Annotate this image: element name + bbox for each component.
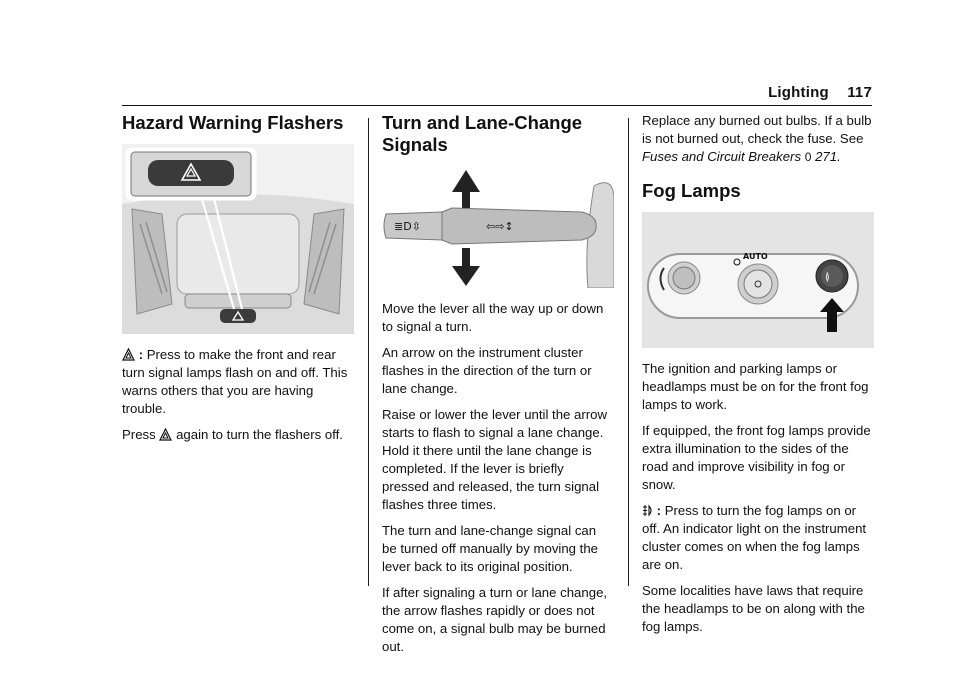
hazard-button-figure — [122, 144, 354, 334]
fog-title: Fog Lamps — [642, 180, 741, 201]
fog-switch-figure: AUTO ≬ — [642, 212, 874, 348]
hazard-paragraph-1: : Press to make the front and rear turn … — [122, 347, 348, 416]
hazard-p2-a: Press — [122, 427, 156, 442]
fog-p4: Some localities have laws that require t… — [642, 583, 865, 634]
page-header: Lighting 117 — [754, 84, 872, 101]
column-divider — [628, 118, 629, 586]
hazard-icon — [159, 428, 173, 441]
turn-p5: If after signaling a turn or lane change… — [382, 585, 608, 654]
turn-p3: Raise or lower the lever until the arrow… — [382, 407, 608, 512]
fuse-paragraph: Replace any burned out bulbs. If a bulb … — [642, 113, 872, 164]
turn-p1: Move the lever all the way up or down to… — [382, 301, 604, 334]
fuse-text: Replace any burned out bulbs. If a bulb … — [642, 113, 872, 146]
column-divider — [368, 118, 369, 586]
hazard-icon — [122, 348, 135, 361]
svg-text:≣D⇳: ≣D⇳ — [394, 220, 421, 233]
svg-text:≬: ≬ — [825, 272, 830, 283]
fuses-page-ref[interactable]: 271 — [815, 149, 838, 164]
turn-signal-section: Turn and Lane-Change Signals ≣D⇳ ⇦⇨↕ Mov… — [382, 112, 614, 664]
fog-p1: The ignition and parking lamps or headla… — [642, 361, 869, 412]
hazard-paragraph-2: Press again to turn the flashers off. — [122, 426, 354, 444]
fog-lamp-icon — [643, 504, 652, 517]
hazard-title: Hazard Warning Flashers — [122, 112, 344, 133]
page-number: 117 — [847, 84, 872, 101]
fog-p2: If equipped, the front fog lamps provide… — [642, 423, 871, 492]
turn-lever-figure: ≣D⇳ ⇦⇨↕ — [383, 170, 614, 288]
auto-label: AUTO — [743, 252, 768, 261]
fuses-link[interactable]: Fuses and Circuit Breakers — [642, 149, 802, 164]
fog-p3-text: Press to turn the fog lamps on or off. A… — [642, 503, 867, 572]
svg-text:⇦⇨↕: ⇦⇨↕ — [486, 220, 514, 233]
hazard-section: Hazard Warning Flashers : Press to make … — [122, 112, 354, 452]
fog-section: Replace any burned out bulbs. If a bulb … — [642, 112, 874, 644]
turn-signal-title: Turn and Lane-Change Signals — [382, 112, 583, 155]
page-ref-icon: 0 — [804, 150, 812, 164]
hazard-p1-text: Press to make the front and rear turn si… — [122, 347, 348, 416]
section-title: Lighting — [768, 84, 829, 101]
hazard-p2-b: again to turn the flashers off. — [176, 427, 343, 442]
fog-p3: : Press to turn the fog lamps on or off.… — [642, 503, 867, 572]
turn-p4: The turn and lane-change signal can be t… — [382, 523, 599, 574]
header-rule — [122, 105, 872, 106]
turn-p2: An arrow on the instrument cluster flash… — [382, 345, 592, 396]
